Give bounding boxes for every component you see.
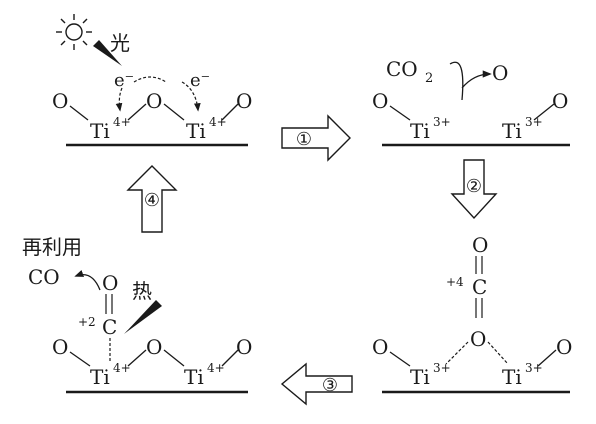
panel-2-reduced: CO 2 O O O Ti 3+ Ti 3+: [372, 57, 570, 147]
titanium-left: Ti: [410, 119, 430, 143]
co2-release-arrow: [449, 61, 464, 101]
carbon-center: C: [102, 315, 117, 339]
panel-1-excitation: 光 e⁻ e⁻ O O O Ti 4+ Ti 4+: [52, 14, 252, 147]
light-wedge: [93, 40, 122, 66]
step-4-arrow: ④: [126, 165, 178, 233]
titanium-left: Ti: [90, 365, 110, 389]
oxygen-top: O: [472, 233, 488, 257]
titanium-left-charge: 3+: [433, 361, 451, 375]
titanium-left-charge: 4+: [113, 361, 131, 375]
oxygen-bridge: O: [470, 327, 486, 351]
oxygen-left: O: [372, 89, 388, 113]
titanium-left-charge: 4+: [113, 115, 131, 129]
heat-wedge: [124, 300, 162, 334]
heat-label: 热: [132, 279, 152, 303]
oxygen-left: O: [52, 89, 68, 113]
step-3-label: ③: [322, 375, 338, 396]
electron-transfer-arrow-center: [133, 76, 167, 83]
step-1-label: ①: [296, 129, 312, 150]
electron-transfer-arrow-left: [115, 87, 123, 112]
oxygen-bridge: O: [146, 89, 162, 113]
carbon-center: C: [472, 275, 487, 299]
sun-icon: [56, 14, 92, 50]
panel-3-adsorbed-co2: O +4 C O O O Ti 3+ Ti 3+: [372, 233, 572, 394]
titanium-left-charge: 3+: [433, 115, 451, 129]
titanium-right-charge: 4+: [209, 115, 227, 129]
step-2-label: ②: [466, 176, 482, 197]
reuse-label: 再利用: [22, 235, 82, 259]
oxygen-left: O: [372, 335, 388, 359]
co2-label: CO: [386, 57, 418, 81]
titanium-left: Ti: [90, 119, 110, 143]
light-label: 光: [110, 31, 130, 55]
carbon-charge: +2: [78, 315, 96, 329]
titanium-right-charge: 3+: [525, 361, 543, 375]
oxygen-released: O: [492, 61, 508, 85]
titanium-right: Ti: [184, 365, 204, 389]
o-release-arrow: [461, 70, 492, 89]
step-4-label: ④: [144, 190, 160, 211]
oxygen-left: O: [52, 335, 68, 359]
electron-left: e⁻: [114, 70, 134, 91]
electron-transfer-arrow-right: [181, 81, 201, 112]
step-1-arrow: ①: [281, 114, 351, 162]
oxygen-right: O: [236, 89, 252, 113]
electron-right: e⁻: [190, 70, 210, 91]
panel-4-co-release: 再利用 CO O +2 C 热 O O O Ti 4+ Ti 4+: [22, 235, 252, 394]
co-label: CO: [28, 265, 60, 289]
titanium-right-charge: 3+: [525, 115, 543, 129]
oxygen-right: O: [552, 89, 568, 113]
oxygen-top: O: [102, 271, 118, 295]
oxygen-bridge: O: [146, 335, 162, 359]
titanium-right-charge: 4+: [207, 361, 225, 375]
titanium-right: Ti: [186, 119, 206, 143]
oxygen-right: O: [556, 335, 572, 359]
titanium-left: Ti: [410, 365, 430, 389]
co-release-arrow: [74, 270, 101, 291]
titanium-right: Ti: [502, 119, 522, 143]
carbon-charge: +4: [446, 275, 464, 289]
step-3-arrow: ③: [280, 362, 353, 406]
oxygen-right: O: [236, 335, 252, 359]
step-2-arrow: ②: [450, 159, 498, 220]
co2-subscript: 2: [425, 71, 433, 86]
titanium-right: Ti: [502, 365, 522, 389]
